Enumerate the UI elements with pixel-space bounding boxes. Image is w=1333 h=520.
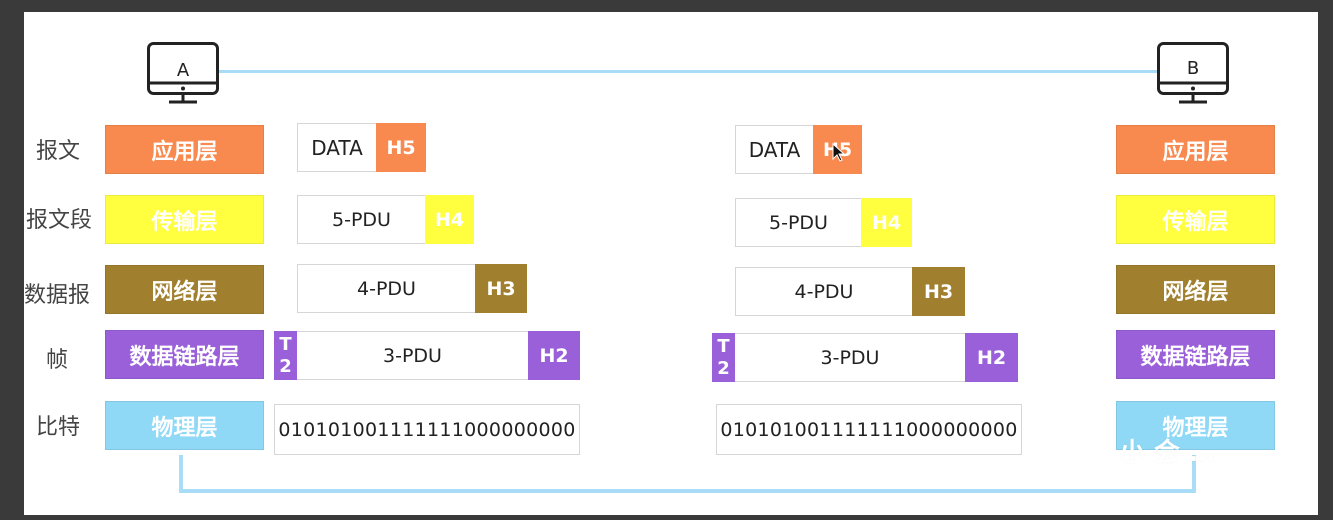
trailer-t2-letter: T [279,333,292,355]
header-h2-right: H2 [965,333,1018,382]
watermark-text: 小 会 … [1119,438,1216,468]
bottom-link-horizontal [179,489,1196,493]
header-h3-right: H3 [912,267,965,316]
layer-application-right: 应用层 [1116,125,1275,174]
trailer-t2-right: T 2 [712,333,735,382]
row-label-message: 报文 [36,139,81,164]
header-h3-left: H3 [475,264,527,313]
mouse-cursor-icon [832,143,846,162]
trailer-t2-letter: T [717,335,730,357]
pdu-3-left: 3-PDU [297,331,528,380]
layer-physical-right: 物理层 [1116,401,1275,450]
pdu-4-left: 4-PDU [297,264,475,313]
layer-application-left: 应用层 [105,125,264,174]
pdu-3-right: 3-PDU [735,333,965,382]
pdu-5-left: 5-PDU [297,195,425,244]
layer-datalink-left: 数据链路层 [105,330,264,379]
layer-datalink-right: 数据链路层 [1116,330,1275,379]
host-b-computer-icon: B [1157,42,1229,106]
pdu-data-left: DATA [297,123,376,172]
layer-network-left: 网络层 [105,265,264,314]
row-label-segment: 报文段 [26,208,93,233]
layer-network-right: 网络层 [1116,265,1275,314]
bits-left: 010101001111111000000000 [274,404,580,455]
header-h5-right: H5 [813,125,862,174]
header-h4-left: H4 [425,195,474,244]
bottom-link-right-vertical [1192,455,1196,492]
header-h4-right: H4 [861,198,912,247]
pdu-5-right: 5-PDU [735,198,861,247]
header-h5-left: H5 [376,123,426,172]
trailer-t2-left: T 2 [274,331,297,380]
host-a-computer-icon: A [147,42,219,106]
host-b-label: B [1186,58,1200,79]
trailer-t2-number: 2 [279,355,292,377]
row-label-bits: 比特 [36,415,81,440]
trailer-t2-number: 2 [717,357,730,379]
layer-transport-left: 传输层 [105,195,264,244]
diagram-canvas: A B 报文 报文段 数据报 帧 比特 应用层 传输层 网络层 数据链路层 物理… [24,12,1318,515]
row-label-datagram: 数据报 [24,283,91,308]
pdu-data-right: DATA [735,125,813,174]
pdu-4-right: 4-PDU [735,267,912,316]
top-link-line [219,70,1162,73]
bits-right: 010101001111111000000000 [716,404,1022,455]
layer-physical-left: 物理层 [105,401,264,450]
row-label-frame: 帧 [46,348,69,373]
layer-transport-right: 传输层 [1116,195,1275,244]
header-h2-left: H2 [528,331,580,380]
host-a-label: A [176,60,190,81]
bottom-link-left-vertical [179,455,183,492]
